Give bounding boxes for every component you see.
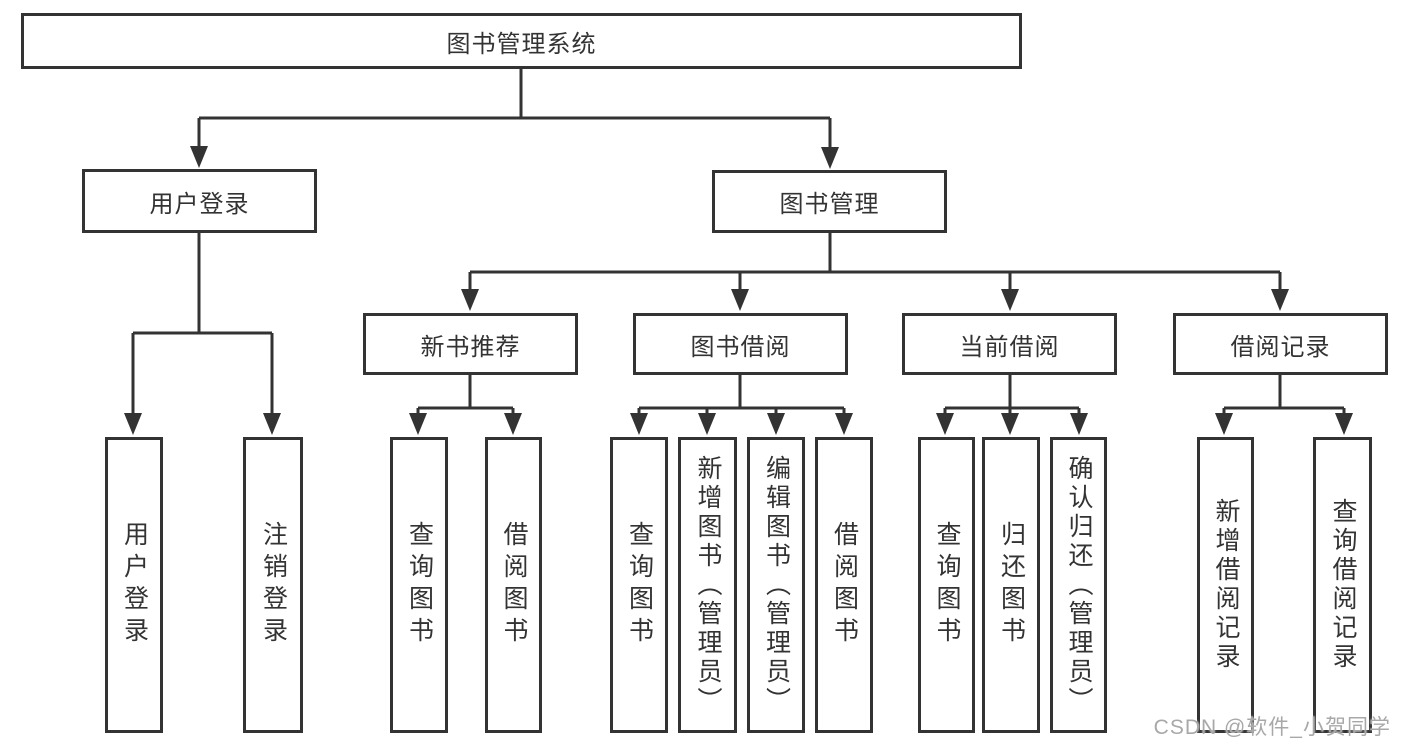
- leaf-confirm-return-admin: 确认归还（管理员）: [1050, 437, 1107, 733]
- arrowheads: [124, 146, 1353, 435]
- leaf-return-book: 归还图书: [982, 437, 1040, 733]
- node-borrow-record: 借阅记录: [1173, 313, 1388, 375]
- node-book-borrow: 图书借阅: [633, 313, 848, 375]
- leaf-query-book-current: 查询图书: [918, 437, 975, 733]
- leaf-query-book-borrow: 查询图书: [610, 437, 668, 733]
- leaf-add-borrow-record: 新增借阅记录: [1197, 437, 1254, 733]
- node-root: 图书管理系统: [21, 13, 1022, 69]
- watermark: CSDN @软件_小贺同学: [1153, 716, 1391, 739]
- leaf-borrow-book-recommend: 借阅图书: [485, 437, 542, 733]
- leaf-add-book-admin: 新增图书（管理员）: [678, 437, 737, 733]
- node-user-login: 用户登录: [82, 169, 317, 233]
- leaf-edit-book-admin: 编辑图书（管理员）: [747, 437, 805, 733]
- node-current-borrow: 当前借阅: [902, 313, 1117, 375]
- leaf-logout: 注销登录: [243, 437, 303, 733]
- node-book-management: 图书管理: [712, 170, 947, 233]
- leaf-query-borrow-record: 查询借阅记录: [1313, 437, 1372, 733]
- connector-paths: [131, 69, 1346, 414]
- leaf-query-book-recommend: 查询图书: [390, 437, 448, 733]
- leaf-borrow-book: 借阅图书: [815, 437, 873, 733]
- node-new-book-recommend: 新书推荐: [363, 313, 578, 375]
- leaf-user-login: 用户登录: [105, 437, 163, 733]
